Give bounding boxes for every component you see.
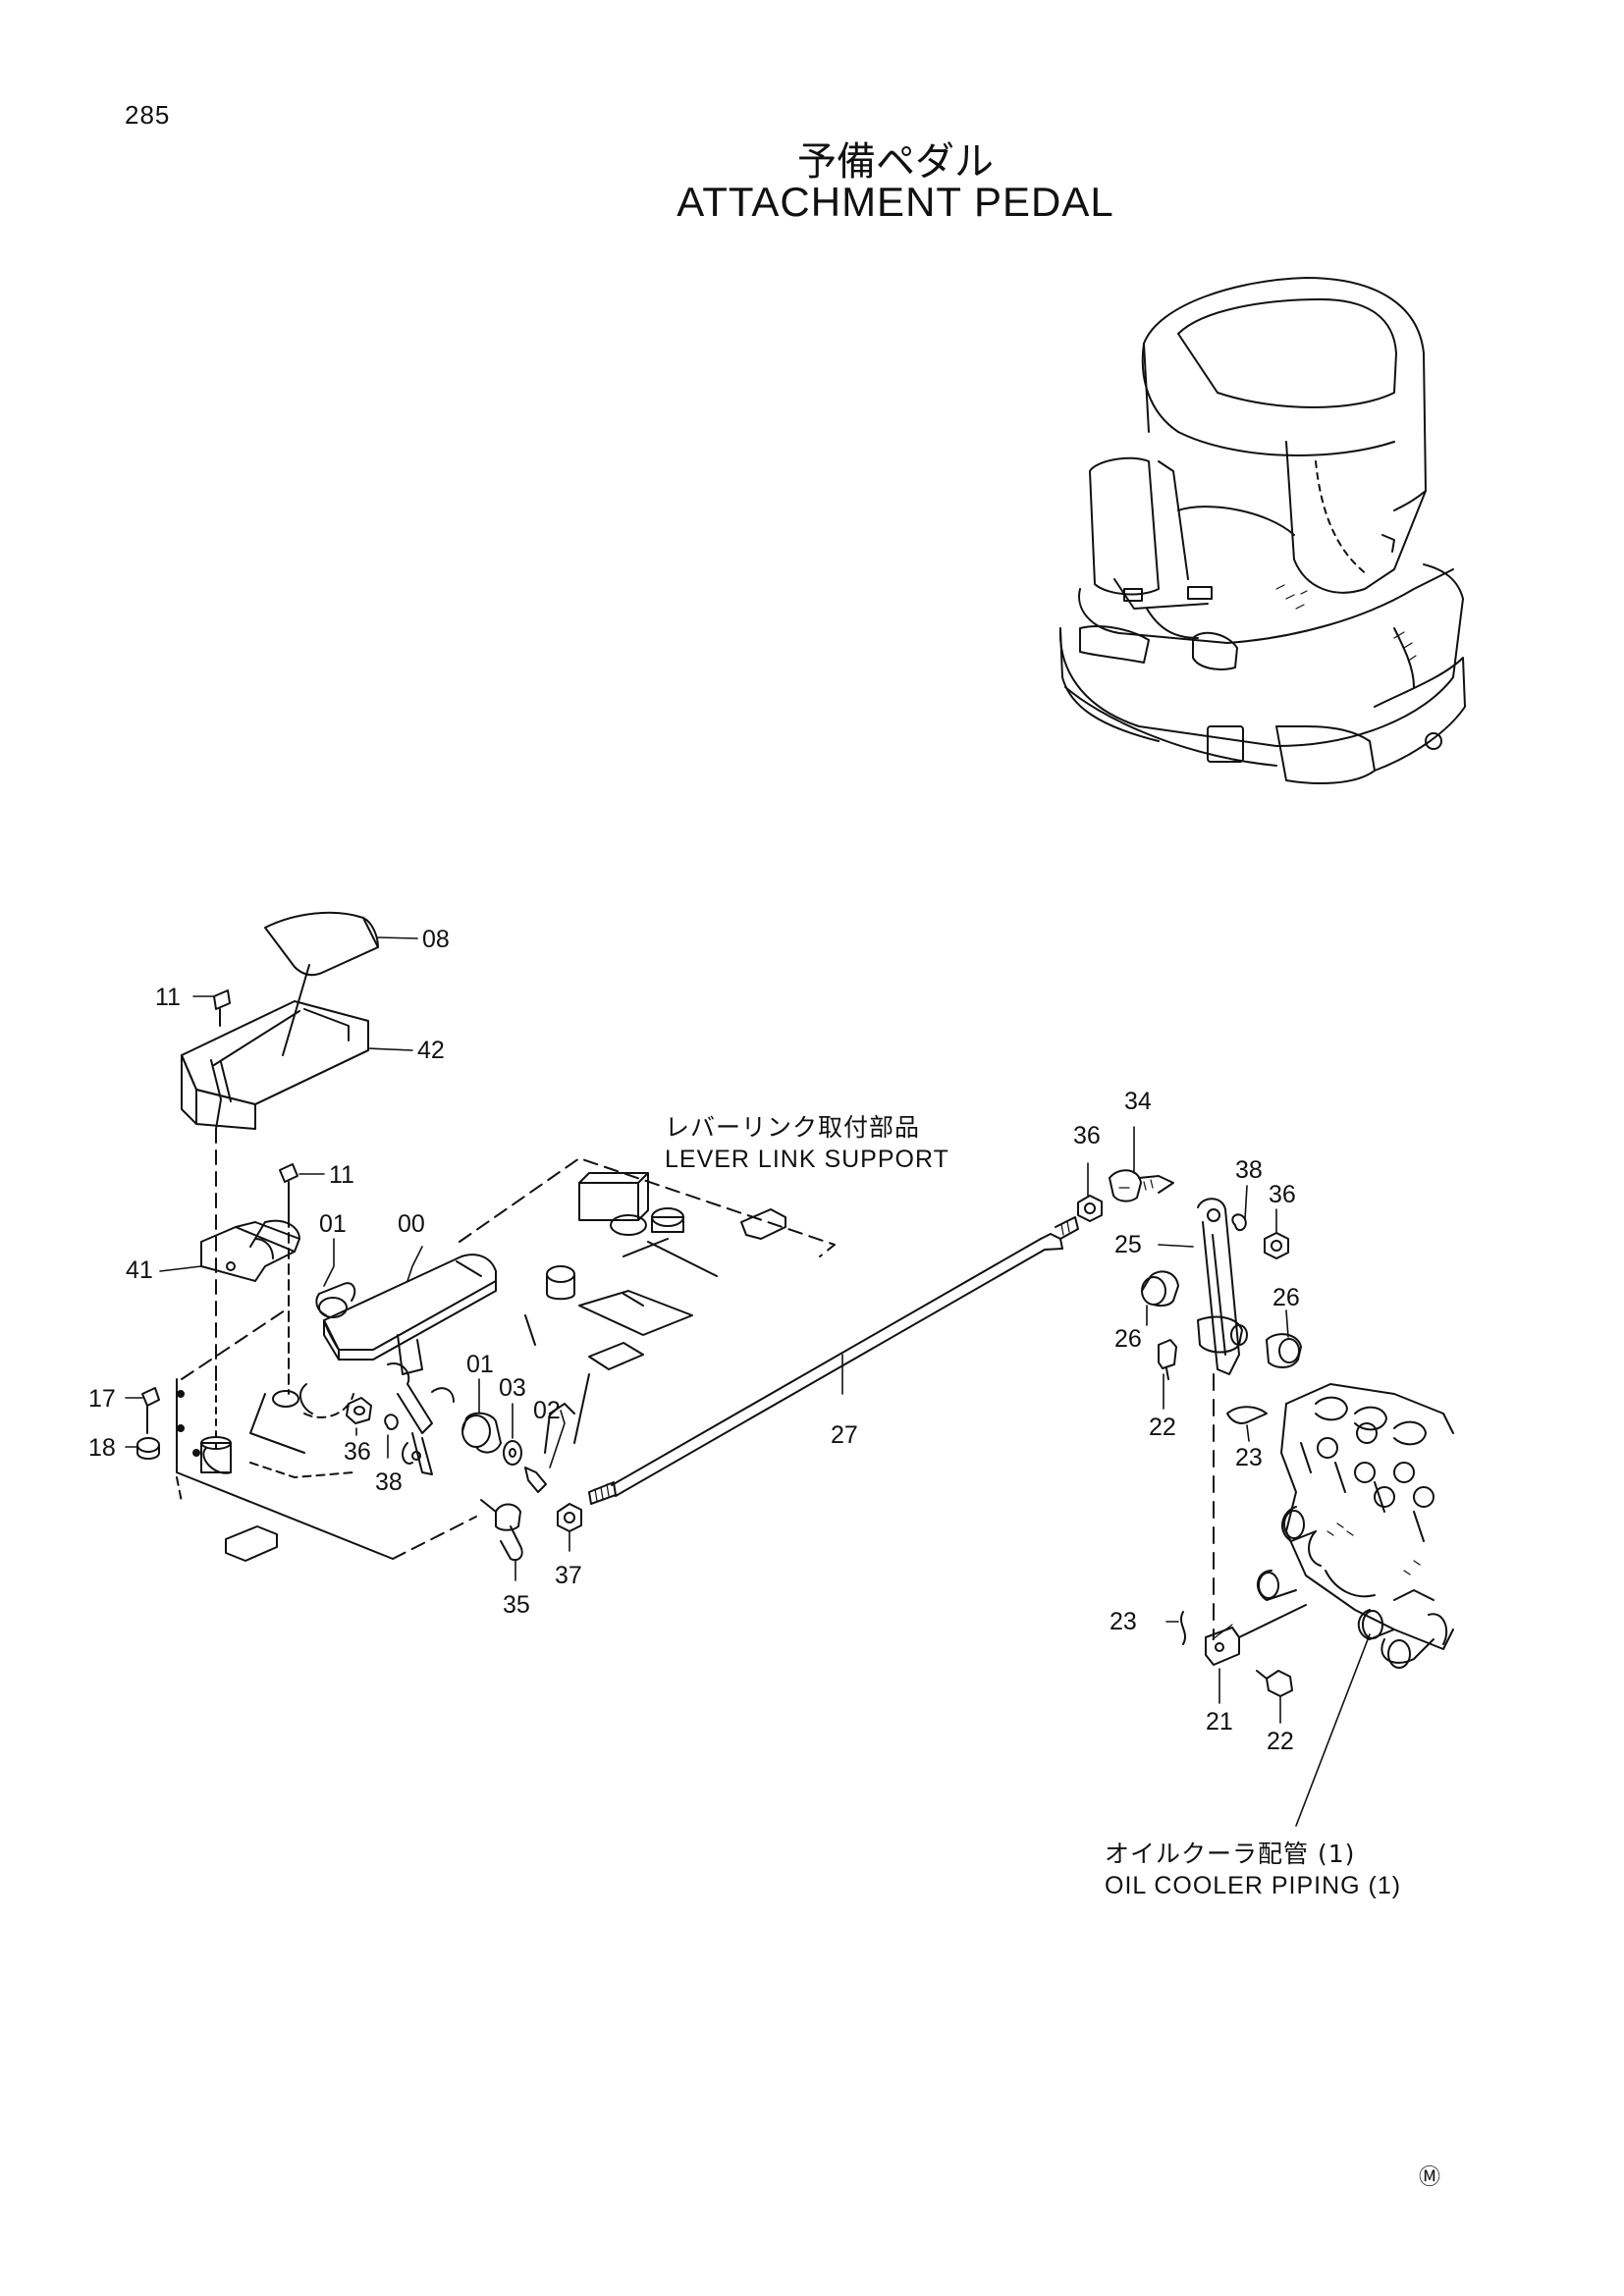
part-label-34: 34 xyxy=(1124,1088,1152,1115)
page-number: 285 xyxy=(125,100,171,130)
page-title: ATTACHMENT PEDAL xyxy=(677,179,1114,225)
part-label-01: 01 xyxy=(319,1210,347,1238)
part-label-35: 35 xyxy=(503,1591,530,1619)
part-label-42: 42 xyxy=(417,1037,445,1064)
part-label-38: 38 xyxy=(375,1468,403,1496)
part-label-27: 27 xyxy=(831,1421,858,1449)
page-title-japanese: 予備ペダル xyxy=(797,139,994,185)
part-label-02: 02 xyxy=(533,1397,561,1424)
floor-plate xyxy=(176,1157,836,1562)
oil-cooler-piping-label-jp: オイルクーラ配管 (1) xyxy=(1105,1840,1356,1868)
part-label-01: 01 xyxy=(466,1351,494,1378)
part-label-38: 38 xyxy=(1235,1156,1263,1184)
part-label-36: 36 xyxy=(344,1438,371,1466)
lever-link-support-label-jp: レバーリンク取付部品 xyxy=(665,1113,921,1142)
part-label-17: 17 xyxy=(88,1385,116,1413)
connecting-rod xyxy=(611,1216,1079,1497)
part-label-36: 36 xyxy=(1073,1122,1101,1149)
linkage-assembly xyxy=(1077,1169,1307,1697)
part-label-26: 26 xyxy=(1272,1284,1300,1311)
pedal-assembly xyxy=(315,1254,617,1562)
lever-link-support-label: LEVER LINK SUPPORT xyxy=(665,1146,949,1173)
control-valve xyxy=(1212,1383,1454,1827)
part-label-25: 25 xyxy=(1114,1231,1142,1258)
excavator-locator-view xyxy=(1058,277,1466,784)
part-label-11: 11 xyxy=(155,984,181,1011)
part-number-labels: 08 11 42 11 41 01 00 01 03 02 17 18 36 3… xyxy=(88,926,1300,1755)
part-label-22: 22 xyxy=(1267,1728,1294,1755)
part-label-23: 23 xyxy=(1110,1608,1137,1635)
part-label-18: 18 xyxy=(88,1434,116,1462)
pedal-cover-assembly xyxy=(136,911,379,1473)
manufacturer-mark-icon: Ⓜ xyxy=(1419,2164,1441,2189)
part-label-23: 23 xyxy=(1235,1444,1263,1471)
leader-lines xyxy=(125,936,1289,1724)
oil-cooler-piping-label: OIL COOLER PIPING (1) xyxy=(1105,1872,1402,1899)
part-label-26: 26 xyxy=(1114,1325,1142,1353)
part-label-00: 00 xyxy=(398,1210,425,1238)
part-label-22: 22 xyxy=(1149,1414,1176,1441)
part-label-11: 11 xyxy=(329,1161,354,1189)
part-label-21: 21 xyxy=(1206,1708,1233,1735)
part-label-03: 03 xyxy=(499,1374,526,1402)
part-label-08: 08 xyxy=(422,926,450,953)
part-label-37: 37 xyxy=(555,1562,582,1589)
part-label-36: 36 xyxy=(1269,1181,1296,1208)
part-label-41: 41 xyxy=(126,1256,153,1284)
